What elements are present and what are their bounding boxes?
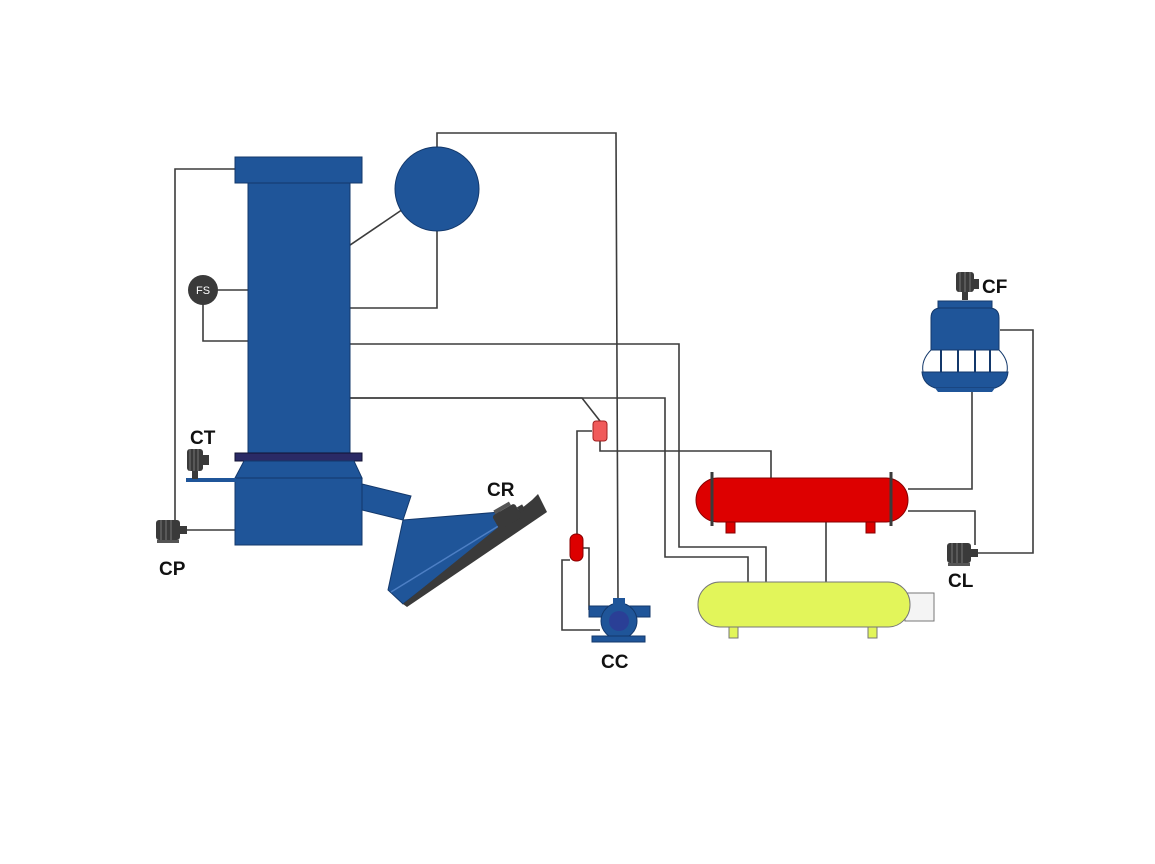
salmon-valve [592, 420, 608, 442]
tower-louvers [922, 349, 1008, 373]
pipe-cf-cl [978, 329, 1034, 554]
receiver-shell [697, 581, 911, 628]
tower-upper [930, 307, 1000, 351]
dryer-column [186, 156, 412, 546]
pipe-drum-cc [436, 132, 619, 601]
motor-icon [156, 520, 187, 543]
pipe-exchanger-cl [908, 510, 976, 545]
pump-icon [588, 598, 651, 643]
column-top-cap [234, 156, 363, 184]
pipe-exchanger-cf [908, 390, 973, 490]
cl-motor [947, 543, 978, 566]
pipe-cp-column-top [174, 168, 235, 525]
cc-pump [588, 598, 651, 643]
pipe-drum-return [350, 230, 438, 309]
motor-icon [956, 272, 979, 300]
motor-icon [947, 543, 978, 566]
pipe-valve-filter [576, 430, 592, 534]
pipe-fs-return [202, 302, 248, 342]
pipe-filter-cc-right [583, 547, 590, 610]
label-cf: CF [982, 277, 1007, 298]
pipe-filter-cc-left [561, 559, 600, 631]
conveyor-wear-line [390, 524, 501, 593]
separator-drum [394, 146, 480, 232]
cp-motor [156, 520, 187, 543]
column-cone [234, 460, 363, 479]
tower-basin [921, 371, 1009, 389]
flow-sensor-icon: FS [188, 275, 218, 305]
pipe-valve-exchanger [599, 441, 772, 478]
column-flange [234, 452, 363, 462]
column-base [234, 477, 363, 546]
fs-label: FS [196, 285, 210, 297]
receiver-tank [697, 581, 935, 639]
label-cr: CR [487, 480, 515, 501]
heat-exchanger [695, 472, 909, 534]
exchanger-shell [695, 477, 909, 523]
column-body [247, 182, 351, 456]
label-ct: CT [190, 428, 216, 449]
cooling-tower [921, 300, 1009, 392]
cf-motor [956, 272, 979, 300]
cr-conveyor [387, 494, 547, 607]
motor-icon [492, 501, 526, 529]
pipe-column-valve [350, 397, 601, 422]
pipes [174, 132, 1034, 631]
tower-fan-base [937, 300, 993, 309]
label-cc: CC [601, 652, 629, 673]
red-filter [569, 533, 584, 562]
label-cp: CP [159, 559, 186, 580]
pipe-column-receiver-1 [350, 343, 767, 582]
ct-motor [187, 449, 209, 479]
discharge-chute [361, 483, 412, 521]
motor-icon [187, 449, 209, 479]
tower-outlet [935, 388, 995, 392]
label-cl: CL [948, 571, 974, 592]
